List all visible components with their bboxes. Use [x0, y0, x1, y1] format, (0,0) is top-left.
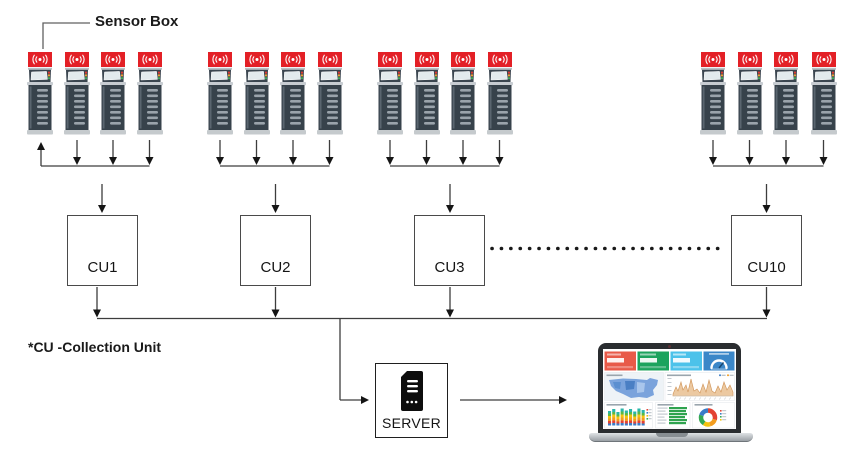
sensor-box-machine — [771, 52, 801, 137]
hbar-panel — [655, 402, 691, 429]
sensor-box-machine — [25, 52, 55, 137]
sensor-box-machine — [278, 52, 308, 137]
gauge-needle — [718, 362, 725, 369]
sensor-box-machine — [485, 52, 515, 137]
cu3-label: CU3 — [434, 259, 465, 276]
sensor-box-machine — [698, 52, 728, 137]
map-panel — [604, 372, 664, 401]
donut-panel — [692, 402, 735, 429]
sensor-box-machine — [448, 52, 478, 137]
kpi-card-2 — [637, 351, 669, 371]
area-chart-panel — [664, 372, 735, 401]
server-tower-icon — [401, 371, 423, 411]
kpi-card-3 — [670, 351, 702, 371]
gauge-arc — [710, 359, 728, 370]
cu10-label: CU10 — [747, 259, 786, 276]
laptop-hinge-notch — [656, 433, 688, 437]
kpi-card-1 — [604, 351, 636, 371]
cu1-label: CU1 — [87, 259, 118, 276]
sensor-box-label: Sensor Box — [95, 13, 179, 30]
area-series — [672, 378, 734, 397]
server-label: SERVER — [381, 415, 442, 431]
stacked-bar-panel — [604, 402, 653, 429]
sensor-box-machine — [735, 52, 765, 137]
sensor-box-machine — [375, 52, 405, 137]
sensor-box-machine — [809, 52, 839, 137]
cu2-box: CU2 — [240, 215, 311, 286]
sensor-box-machine — [205, 52, 235, 137]
server-box: SERVER — [375, 363, 448, 438]
sensor-box-machine — [315, 52, 345, 137]
sensor-box-machine — [98, 52, 128, 137]
cu10-box: CU10 — [731, 215, 802, 286]
laptop-dashboard — [603, 349, 736, 429]
cu3-box: CU3 — [414, 215, 485, 286]
sensor-box-machine — [135, 52, 165, 137]
sensor-box-machine — [62, 52, 92, 137]
laptop-camera-dot — [668, 345, 671, 348]
cu2-label: CU2 — [260, 259, 291, 276]
cu1-box: CU1 — [67, 215, 138, 286]
sensor-label-pointer — [42, 22, 90, 49]
sensor-box-machine — [242, 52, 272, 137]
kpi-card-gauge — [703, 351, 735, 371]
cu-footnote: *CU -Collection Unit — [28, 339, 161, 355]
laptop-base — [589, 433, 753, 442]
sensor-box-machine — [412, 52, 442, 137]
